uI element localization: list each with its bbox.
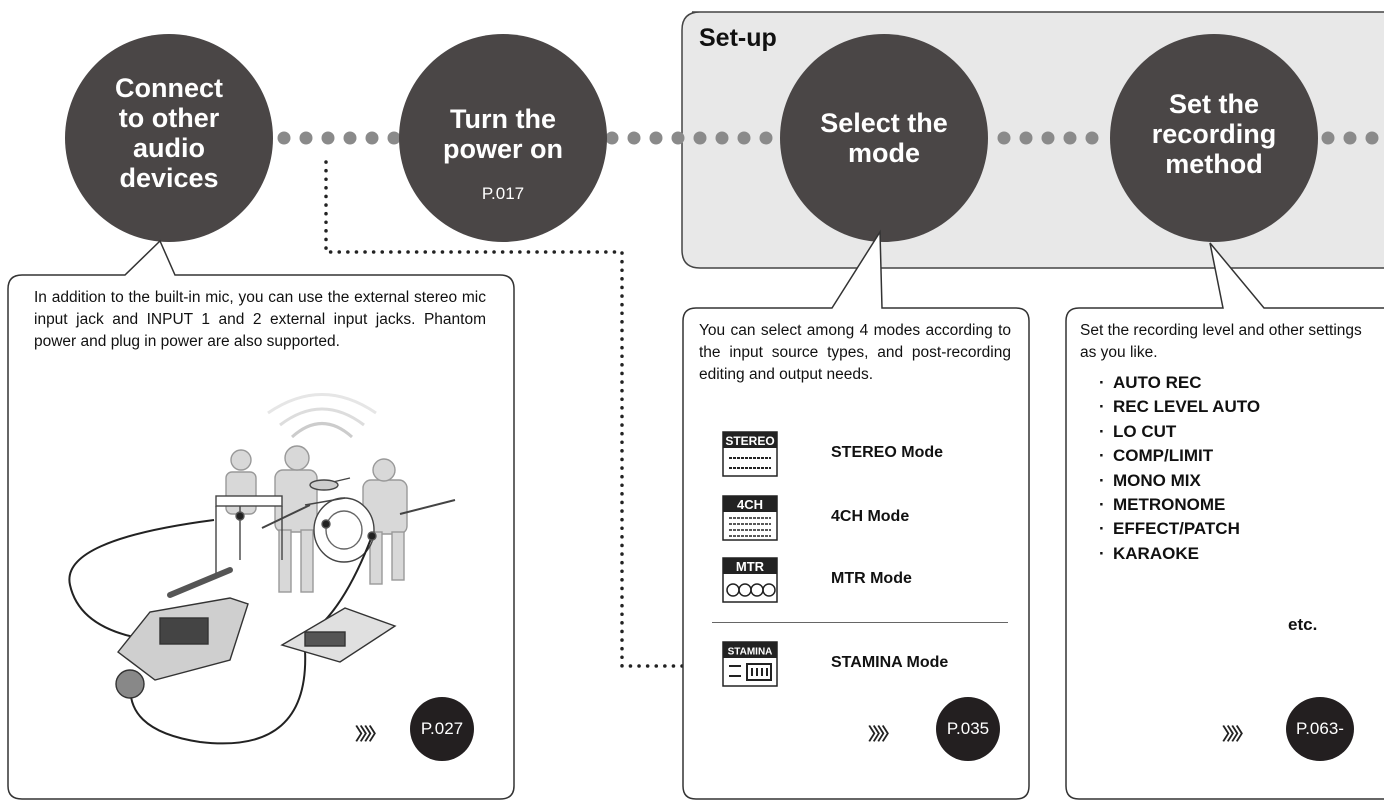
step-title-line: to other bbox=[118, 103, 220, 133]
step-title-line: audio bbox=[133, 133, 205, 163]
step-title-line: method bbox=[1165, 149, 1263, 179]
method-panel bbox=[1065, 242, 1384, 800]
method-option: ·COMP/LIMIT bbox=[1099, 446, 1214, 466]
band-recording-illustration bbox=[68, 393, 456, 745]
mode-label: STAMINA Mode bbox=[831, 654, 949, 671]
4ch-mode-icon: 4CH bbox=[722, 495, 778, 541]
svg-text:STAMINA: STAMINA bbox=[728, 647, 773, 658]
step-title-mode[interactable]: Select the mode bbox=[780, 108, 988, 168]
mode-row-4ch[interactable]: 4CH Mode bbox=[723, 496, 1003, 540]
step-title-line: power on bbox=[443, 134, 563, 164]
mode-label: MTR Mode bbox=[831, 570, 912, 587]
method-option: ·KARAOKE bbox=[1099, 543, 1199, 563]
method-option: ·EFFECT/PATCH bbox=[1099, 519, 1240, 539]
step-title-line: Select the bbox=[820, 108, 948, 138]
step-circle-method bbox=[1110, 34, 1318, 242]
mode-label: STEREO Mode bbox=[831, 444, 944, 461]
page-ref-method[interactable]: P.063- bbox=[1286, 697, 1354, 761]
connect-description: In addition to the built-in mic, you can… bbox=[34, 289, 486, 350]
stereo-mode-icon: STEREO bbox=[722, 431, 778, 477]
stamina-mode-icon: STAMINA bbox=[722, 641, 778, 687]
setup-label: Set-up bbox=[699, 24, 777, 52]
mode-row-stereo[interactable]: STEREO Mode bbox=[723, 432, 1003, 476]
svg-text:MTR: MTR bbox=[736, 559, 765, 574]
method-description: Set the recording level and other settin… bbox=[1080, 322, 1362, 361]
dotted-route bbox=[324, 160, 686, 668]
mode-row-mtr[interactable]: MTR Mode bbox=[723, 558, 1003, 602]
mtr-mode-icon: MTR bbox=[722, 557, 778, 603]
step-title-method[interactable]: Set the recording method bbox=[1110, 89, 1318, 179]
step-circle-power bbox=[399, 34, 607, 242]
step-title-line: Turn the bbox=[450, 104, 556, 134]
method-option: ·REC LEVEL AUTO bbox=[1099, 397, 1261, 417]
step-title-connect[interactable]: Connect to other audio devices bbox=[65, 73, 273, 193]
dot-connector bbox=[277, 131, 1379, 145]
step-page-power: P.017 bbox=[481, 184, 525, 203]
step-title-line: Connect bbox=[115, 73, 223, 103]
svg-text:4CH: 4CH bbox=[737, 497, 763, 512]
step-title-line: devices bbox=[119, 163, 219, 193]
mode-row-stamina[interactable]: STAMINA Mode bbox=[723, 642, 1003, 686]
svg-text:STEREO: STEREO bbox=[725, 434, 774, 448]
etc-label: etc. bbox=[1288, 615, 1318, 634]
page-ref-mode[interactable]: P.035 bbox=[936, 697, 1000, 761]
step-title-line: recording bbox=[1151, 119, 1277, 149]
chevrons-icon: 〉〉〉〉 bbox=[355, 725, 385, 744]
method-option: ·METRONOME bbox=[1099, 495, 1226, 515]
step-circle-connect bbox=[65, 34, 273, 242]
step-title-line: mode bbox=[847, 138, 920, 168]
method-option: ·LO CUT bbox=[1099, 421, 1177, 441]
chevrons-icon: 〉〉〉〉 bbox=[868, 725, 898, 744]
method-option: ·AUTO REC bbox=[1099, 373, 1202, 392]
mode-divider bbox=[712, 622, 1008, 623]
mode-description: You can select among 4 modes according t… bbox=[699, 322, 1011, 383]
step-circle-mode bbox=[780, 34, 988, 242]
method-option-list: ·AUTO REC ·REC LEVEL AUTO ·LO CUT ·COMP/… bbox=[1099, 371, 1260, 566]
step-title-line: Set the bbox=[1168, 89, 1260, 119]
step-title-power[interactable]: Turn the power on bbox=[399, 104, 607, 164]
mode-label: 4CH Mode bbox=[831, 508, 910, 525]
chevrons-icon: 〉〉〉〉 bbox=[1222, 725, 1252, 744]
page-ref-connect[interactable]: P.027 bbox=[410, 697, 474, 761]
method-option: ·MONO MIX bbox=[1099, 470, 1201, 490]
